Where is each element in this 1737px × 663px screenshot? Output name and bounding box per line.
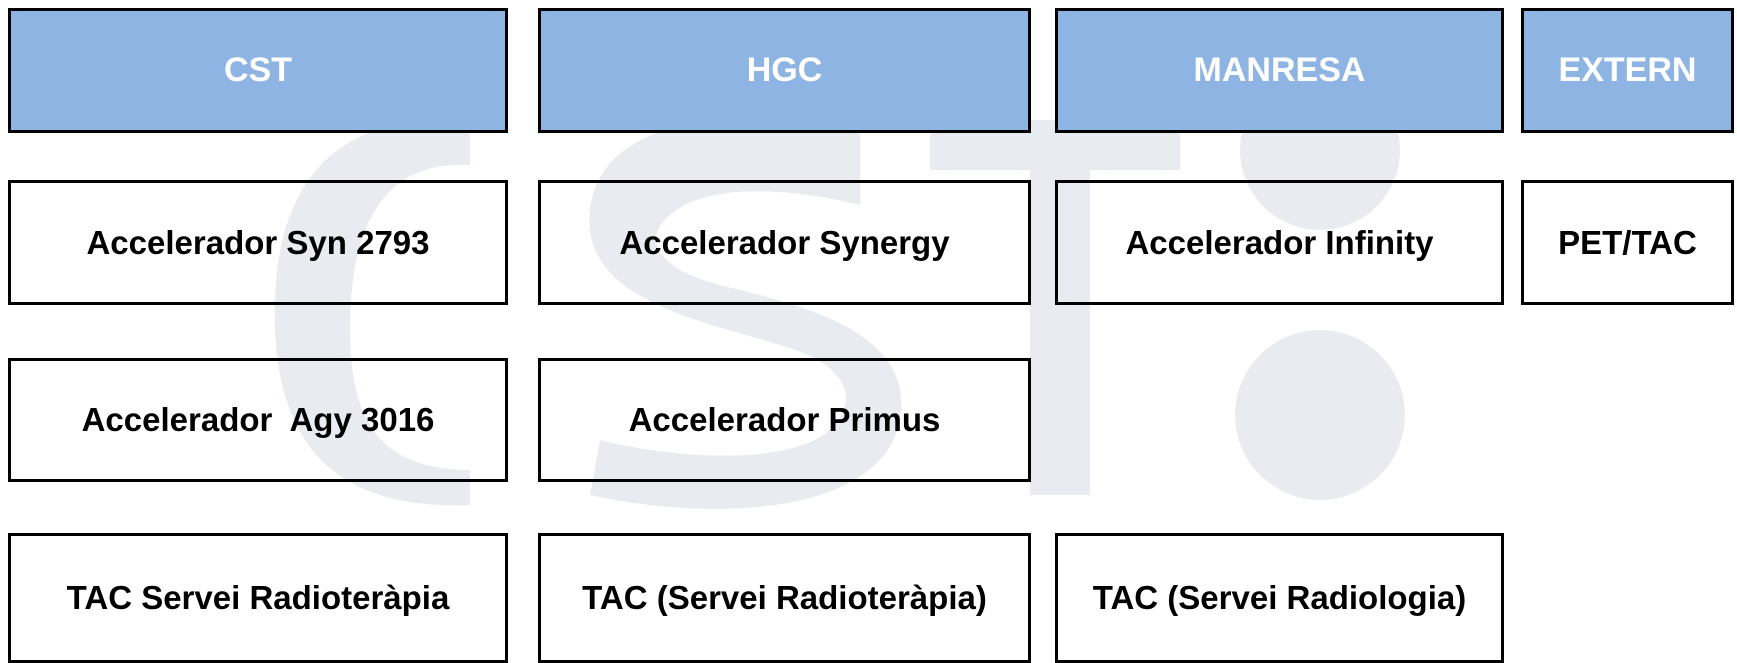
extern-pet-tac: PET/TAC — [1521, 180, 1734, 305]
hgc-tac-servei-radioterapia: TAC (Servei Radioteràpia) — [538, 533, 1031, 663]
manresa-tac-servei-radiologia: TAC (Servei Radiologia) — [1055, 533, 1504, 663]
cst-accelerador-syn-2793: Accelerador Syn 2793 — [8, 180, 508, 305]
hgc-accelerador-synergy: Accelerador Synergy — [538, 180, 1031, 305]
cst-tac-servei-radioterapia: TAC Servei Radioteràpia — [8, 533, 508, 663]
hgc-accelerador-primus: Accelerador Primus — [538, 358, 1031, 482]
header-extern: EXTERN — [1521, 8, 1734, 133]
header-manresa: MANRESA — [1055, 8, 1504, 133]
header-cst: CST — [8, 8, 508, 133]
manresa-accelerador-infinity: Accelerador Infinity — [1055, 180, 1504, 305]
cst-accelerador-agy-3016: Accelerador Agy 3016 — [8, 358, 508, 482]
header-hgc: HGC — [538, 8, 1031, 133]
